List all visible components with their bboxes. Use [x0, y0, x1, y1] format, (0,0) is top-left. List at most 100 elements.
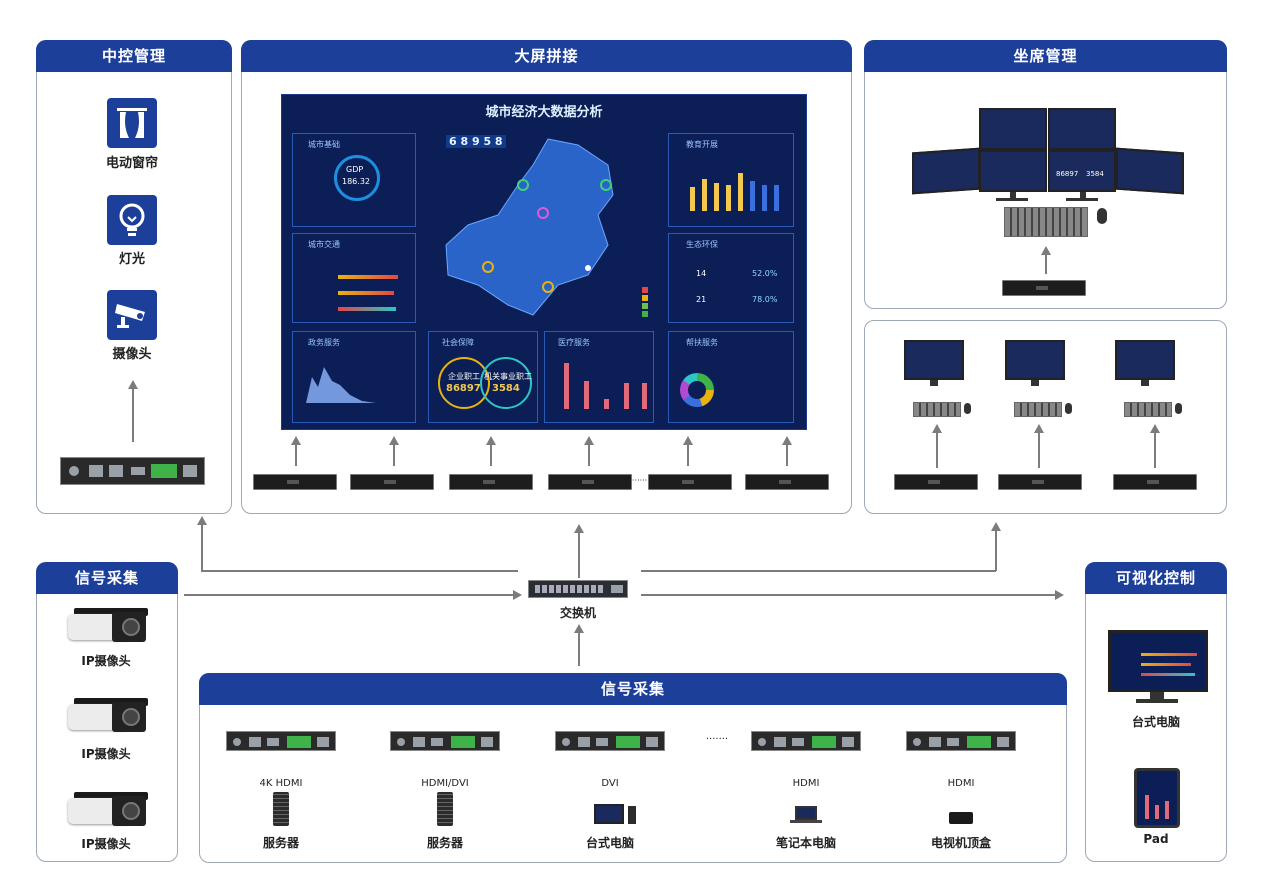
server-icon-1	[273, 792, 289, 826]
seat-management-title: 坐席管理	[864, 40, 1227, 72]
wall-arrow-line-4	[588, 442, 590, 466]
source-interface-3: DVI	[601, 778, 619, 789]
left-signal-title: 信号采集	[36, 562, 178, 594]
laptop-icon	[795, 806, 817, 820]
wall-arrow-head-3	[486, 436, 496, 445]
link-switch-left-horizontal	[201, 570, 518, 572]
seat-encoder	[1002, 280, 1086, 296]
workstation-encoder-2	[998, 474, 1082, 490]
video-wall-title: 大屏拼接	[241, 40, 852, 72]
source-interface-4: HDMI	[792, 778, 820, 789]
wall-arrow-line-1	[295, 442, 297, 466]
link-switch-right-horizontal	[641, 570, 996, 572]
set-top-box-icon	[949, 812, 973, 824]
ip-camera-label-3: IP摄像头	[81, 837, 131, 851]
section-assistance: 帮扶服务	[686, 338, 718, 347]
wall-arrow-head-6	[782, 436, 792, 445]
central-arrow-head	[128, 380, 138, 389]
wall-arrow-head-4	[584, 436, 594, 445]
section-medical: 医疗服务	[558, 338, 590, 347]
dashboard-title: 城市经济大数据分析	[485, 105, 603, 120]
wall-decoder-4	[548, 474, 632, 490]
seat-monitor-top-left	[979, 108, 1047, 150]
camera-icon[interactable]	[107, 290, 157, 340]
wall-arrow-line-3	[490, 442, 492, 466]
social-right-value: 3584	[492, 383, 520, 394]
network-switch	[528, 580, 628, 598]
wall-arrow-head-1	[291, 436, 301, 445]
seat-monitor-left	[912, 147, 980, 195]
wall-ellipsis: ·······	[632, 476, 650, 485]
gdp-value: 186.32	[342, 177, 370, 186]
camera-label: 摄像头	[112, 347, 152, 362]
gdp-label: GDP	[346, 165, 364, 174]
visual-control-title: 可视化控制	[1085, 562, 1227, 594]
workstation-keyboard-2	[1014, 402, 1062, 417]
seat-mouse	[1097, 208, 1107, 224]
source-encoder-5	[906, 731, 1016, 751]
workstation-monitor-3	[1115, 340, 1175, 380]
section-ecology: 生态环保	[686, 240, 718, 249]
visual-control-panel: 可视化控制	[1085, 562, 1227, 862]
seat-keyboard	[1004, 207, 1088, 237]
lightbulb-icon[interactable]	[107, 195, 157, 245]
wall-arrow-line-2	[393, 442, 395, 466]
visual-pad[interactable]	[1134, 768, 1180, 828]
seat-value-2: 3584	[1086, 170, 1104, 178]
central-arrow-line	[132, 386, 134, 442]
source-label-3: 台式电脑	[585, 836, 634, 850]
source-label-4: 笔记本电脑	[775, 836, 836, 850]
link-switch-right-vertical	[995, 528, 997, 571]
workstation-encoder-3	[1113, 474, 1197, 490]
social-right-label: 机关事业职工	[484, 372, 532, 381]
wall-arrow-head-2	[389, 436, 399, 445]
seat-value-1: 86897	[1056, 170, 1079, 178]
ip-camera-label-1: IP摄像头	[81, 654, 131, 668]
link-switch-left-vertical	[201, 522, 203, 571]
workstation-keyboard-1	[913, 402, 961, 417]
source-encoder-1	[226, 731, 336, 751]
section-education: 教育开展	[686, 140, 718, 149]
central-control-title: 中控管理	[36, 40, 232, 72]
server-icon-2	[437, 792, 453, 826]
eco-value-4: 78.0%	[752, 295, 778, 304]
wall-decoder-3	[449, 474, 533, 490]
social-left-label: 企业职工	[448, 372, 480, 381]
eco-value-2: 52.0%	[752, 269, 778, 278]
curtain-icon[interactable]	[107, 98, 157, 148]
wall-decoder-2	[350, 474, 434, 490]
wall-decoder-1	[253, 474, 337, 490]
workstation-encoder-1	[894, 474, 978, 490]
wall-decoder-6	[745, 474, 829, 490]
link-switch-wall	[578, 530, 580, 578]
ip-camera-1[interactable]	[68, 606, 150, 646]
eco-value-3: 21	[696, 295, 707, 304]
section-city-traffic: 城市交通	[308, 240, 340, 249]
curtain-label: 电动窗帘	[105, 156, 158, 171]
seat-monitor-center-left	[979, 150, 1047, 192]
central-controller-device	[60, 457, 205, 485]
lightbulb-label: 灯光	[118, 252, 145, 267]
workstation-monitor-2	[1005, 340, 1065, 380]
ip-camera-label-2: IP摄像头	[81, 747, 131, 761]
visual-desktop-label: 台式电脑	[1131, 715, 1180, 729]
workstation-keyboard-3	[1124, 402, 1172, 417]
source-label-5: 电视机顶盒	[930, 836, 991, 850]
section-social-security: 社会保障	[442, 338, 474, 347]
section-city-basic: 城市基础	[308, 140, 340, 149]
source-interface-1: 4K HDMI	[259, 778, 303, 789]
bottom-signal-panel: 信号采集	[199, 673, 1067, 863]
wall-arrow-line-6	[786, 442, 788, 466]
seat-monitor-center-right: 86897 3584	[1048, 150, 1116, 192]
seat-monitor-top-right	[1048, 108, 1116, 150]
workstation-mouse-2	[1065, 403, 1072, 414]
source-encoder-3	[555, 731, 665, 751]
source-interface-5: HDMI	[947, 778, 975, 789]
link-sources-switch	[578, 630, 580, 666]
seat-monitor-right	[1116, 147, 1184, 195]
ip-camera-2[interactable]	[68, 696, 150, 736]
workstation-monitor-1	[904, 340, 964, 380]
visual-desktop-monitor[interactable]	[1108, 630, 1208, 692]
ip-camera-3[interactable]	[68, 790, 150, 830]
source-label-1: 服务器	[262, 836, 299, 850]
